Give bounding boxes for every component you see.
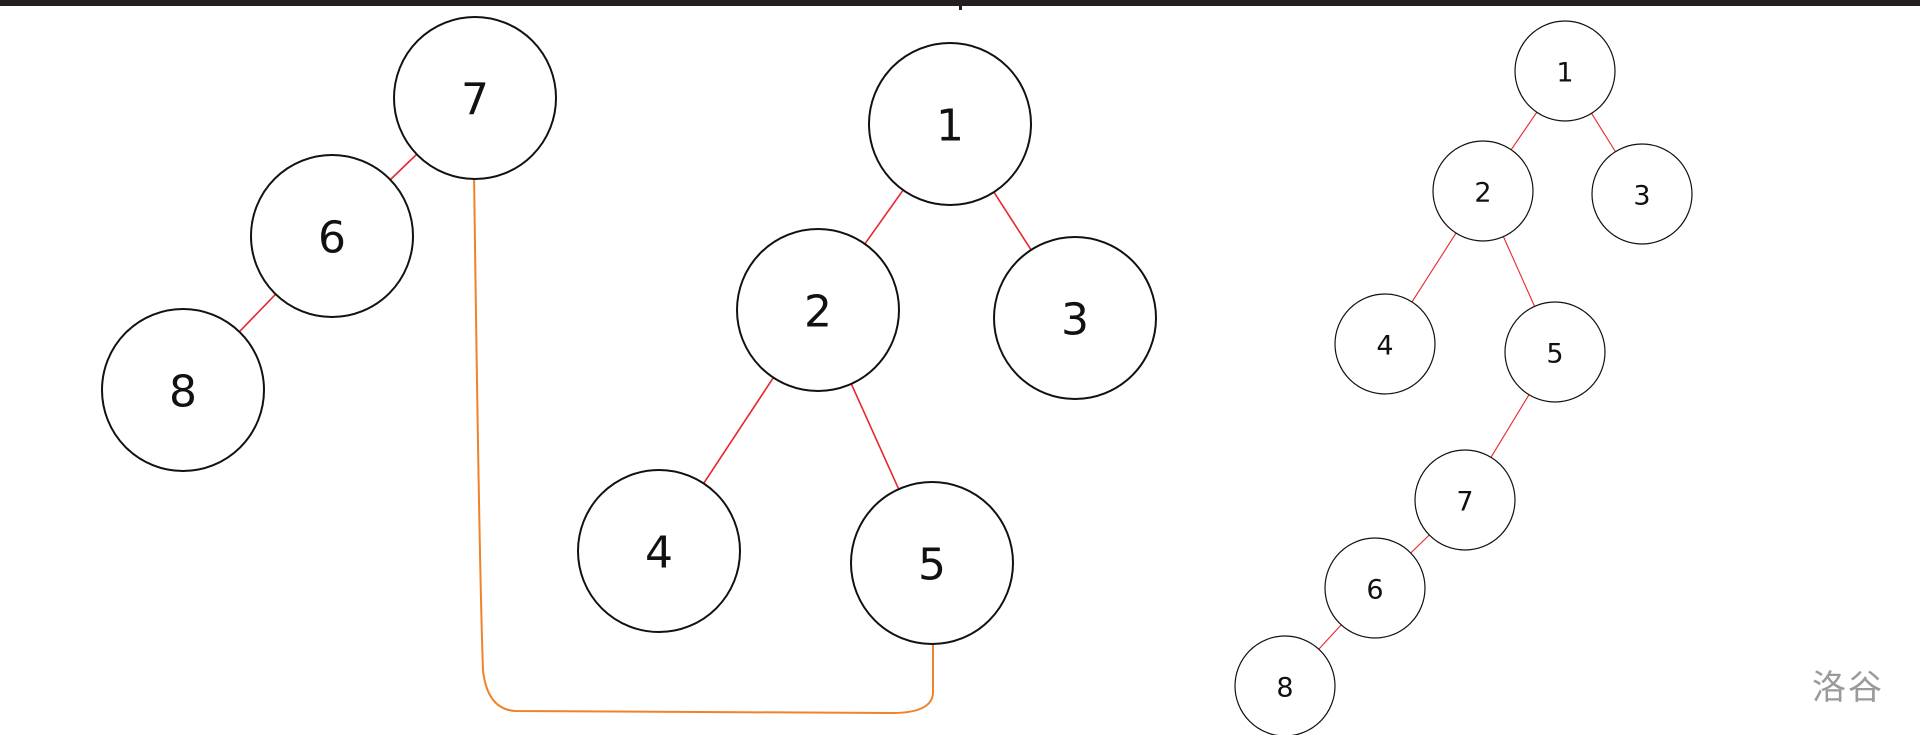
top-bar-notch xyxy=(959,6,962,10)
tree-node-L8: 8 xyxy=(101,308,265,472)
watermark: 洛谷 xyxy=(1812,668,1884,708)
connectors-layer xyxy=(473,172,934,715)
edge-R5-R7 xyxy=(1490,394,1530,458)
tree-node-M3: 3 xyxy=(993,236,1157,400)
node-label: 8 xyxy=(1276,673,1293,704)
node-circle xyxy=(850,481,1014,645)
node-circle xyxy=(393,16,557,180)
node-label: 1 xyxy=(936,101,964,152)
node-label: 5 xyxy=(918,540,946,591)
tree-node-M4: 4 xyxy=(577,469,741,633)
tree-node-R6: 6 xyxy=(1324,537,1426,639)
node-label: 5 xyxy=(1546,339,1563,370)
tree-node-L7: 7 xyxy=(393,16,557,180)
edge-M2-M5 xyxy=(850,383,900,490)
tree-node-R5: 5 xyxy=(1504,301,1606,403)
tree-node-R2: 2 xyxy=(1432,140,1534,242)
node-circle xyxy=(1234,635,1336,735)
tree-node-M5: 5 xyxy=(850,481,1014,645)
node-circle xyxy=(1504,301,1606,403)
node-circle xyxy=(1324,537,1426,639)
tree-node-R8: 8 xyxy=(1234,635,1336,735)
node-label: 4 xyxy=(645,528,673,579)
node-label: 1 xyxy=(1556,58,1573,89)
node-circle xyxy=(736,228,900,392)
edge-R1-R2 xyxy=(1510,111,1538,151)
tree-node-R7: 7 xyxy=(1414,449,1516,551)
edge-L6-L8 xyxy=(238,293,277,333)
edge-M1-M2 xyxy=(864,189,904,245)
node-circle xyxy=(1514,20,1616,122)
node-circle xyxy=(1591,143,1693,245)
nodes-layer: 7 6 8 1 2 3 4 5 1 2 3 4 5 7 6 8 xyxy=(101,16,1693,735)
node-label: 6 xyxy=(318,213,346,264)
top-bar xyxy=(0,0,1920,6)
edge-R2-R4 xyxy=(1411,232,1457,303)
node-label: 2 xyxy=(1474,178,1491,209)
node-circle xyxy=(868,42,1032,206)
node-label: 4 xyxy=(1376,331,1393,362)
node-circle xyxy=(1414,449,1516,551)
tree-node-M1: 1 xyxy=(868,42,1032,206)
node-circle xyxy=(577,469,741,633)
edge-L7-L6 xyxy=(389,153,418,181)
tree-node-M2: 2 xyxy=(736,228,900,392)
node-label: 2 xyxy=(804,287,832,338)
tree-node-R1: 1 xyxy=(1514,20,1616,122)
node-label: 3 xyxy=(1061,295,1089,346)
edge-M1-M3 xyxy=(993,191,1032,251)
node-circle xyxy=(1334,293,1436,395)
connector-L7-M5 xyxy=(473,172,934,715)
node-label: 6 xyxy=(1366,575,1383,606)
node-label: 8 xyxy=(169,367,197,418)
edge-R2-R5 xyxy=(1502,236,1536,307)
node-circle xyxy=(993,236,1157,400)
edge-M2-M4 xyxy=(702,377,775,484)
node-label: 7 xyxy=(461,75,489,126)
node-circle xyxy=(1432,140,1534,242)
edges-layer xyxy=(238,111,1616,650)
node-circle xyxy=(101,308,265,472)
node-circle xyxy=(250,154,414,318)
edge-R7-R6 xyxy=(1410,534,1430,554)
node-label: 7 xyxy=(1456,487,1473,518)
edge-R1-R3 xyxy=(1591,113,1616,152)
tree-node-R3: 3 xyxy=(1591,143,1693,245)
edge-R6-R8 xyxy=(1318,624,1342,650)
tree-node-L6: 6 xyxy=(250,154,414,318)
node-label: 3 xyxy=(1633,181,1650,212)
tree-node-R4: 4 xyxy=(1334,293,1436,395)
